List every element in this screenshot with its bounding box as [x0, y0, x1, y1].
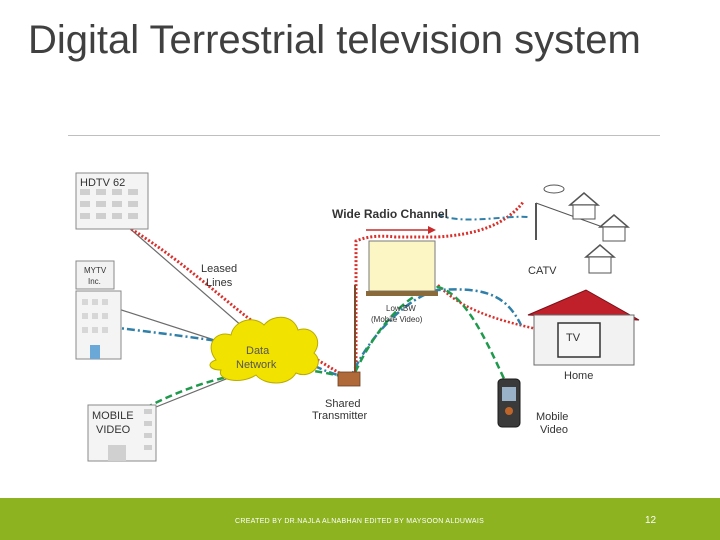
mytv-building: MYTV Inc.: [75, 260, 122, 360]
shared-transmitter-label-line2: Transmitter: [312, 410, 368, 422]
data-network-label-line2: Network: [236, 359, 277, 371]
mobile-video-label-line2: VIDEO: [96, 424, 131, 436]
low-bw-label-line1: Low BW: [386, 304, 416, 313]
mobile-video-device-label-line1: Mobile: [536, 411, 568, 423]
dtv-system-diagram: HDTV 62 MYTV Inc. MOBILE VIDEO Leased Li…: [75, 172, 640, 462]
mobile-video-building: MOBILE VIDEO: [87, 404, 157, 462]
wide-radio-arrow-head: [428, 226, 436, 234]
leased-lines-label-line1: Leased: [201, 263, 237, 275]
low-bw-panel: Low BW (Mobile Video): [366, 240, 438, 324]
low-bw-label-line2: (Mobile Video): [371, 315, 423, 324]
mobile-video-device-label-line2: Video: [540, 424, 568, 436]
data-network-cloud: Data Network: [209, 316, 319, 384]
green-signal-path: [135, 285, 508, 415]
catv-houses: CATV: [528, 184, 631, 277]
footer-bar: [0, 498, 720, 540]
teal-signal-catv: [437, 214, 529, 221]
hd-signal-to-home: [437, 284, 567, 337]
mobile-video-label-line1: MOBILE: [92, 410, 134, 422]
shared-transmitter-label-line1: Shared: [325, 398, 360, 410]
data-network-label-line1: Data: [246, 345, 270, 357]
home-label: Home: [564, 370, 593, 382]
tv-label: TV: [566, 332, 581, 344]
home-house: TV Home: [527, 289, 640, 382]
page-number: 12: [645, 515, 657, 526]
mytv-label-line2: Inc.: [88, 277, 101, 286]
hdtv-building: HDTV 62: [75, 172, 149, 230]
slide-title: Digital Terrestrial television system: [28, 18, 641, 62]
mytv-label-line1: MYTV: [84, 266, 107, 275]
hd-signal-path: [127, 200, 526, 383]
wide-radio-channel-label: Wide Radio Channel: [332, 207, 448, 221]
title-divider: [68, 135, 660, 136]
footer-credit: CREATED BY DR.NAJLA ALNABHAN EDITED BY M…: [235, 518, 485, 525]
catv-label: CATV: [528, 265, 557, 277]
leased-lines-label-line2: Lines: [206, 277, 233, 289]
shared-transmitter: Shared Transmitter: [312, 285, 368, 422]
mobile-phone: Mobile Video: [497, 378, 568, 436]
hdtv-label: HDTV 62: [80, 177, 125, 189]
